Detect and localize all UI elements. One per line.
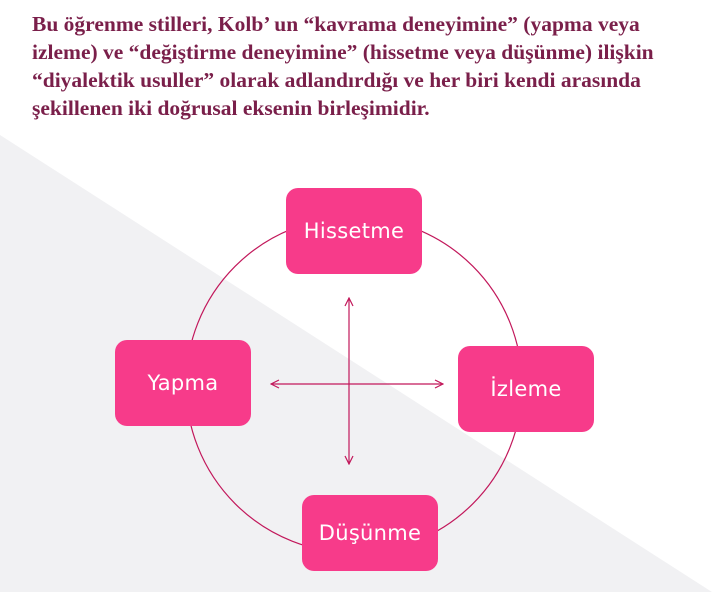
background-shade	[0, 135, 712, 592]
node-izleme: İzleme	[458, 346, 594, 432]
node-yapma: Yapma	[115, 340, 251, 426]
node-dusunme: Düşünme	[302, 495, 438, 571]
node-hissetme: Hissetme	[286, 188, 422, 274]
body-text: Bu öğrenme stilleri, Kolb’ un “kavrama d…	[32, 12, 654, 120]
